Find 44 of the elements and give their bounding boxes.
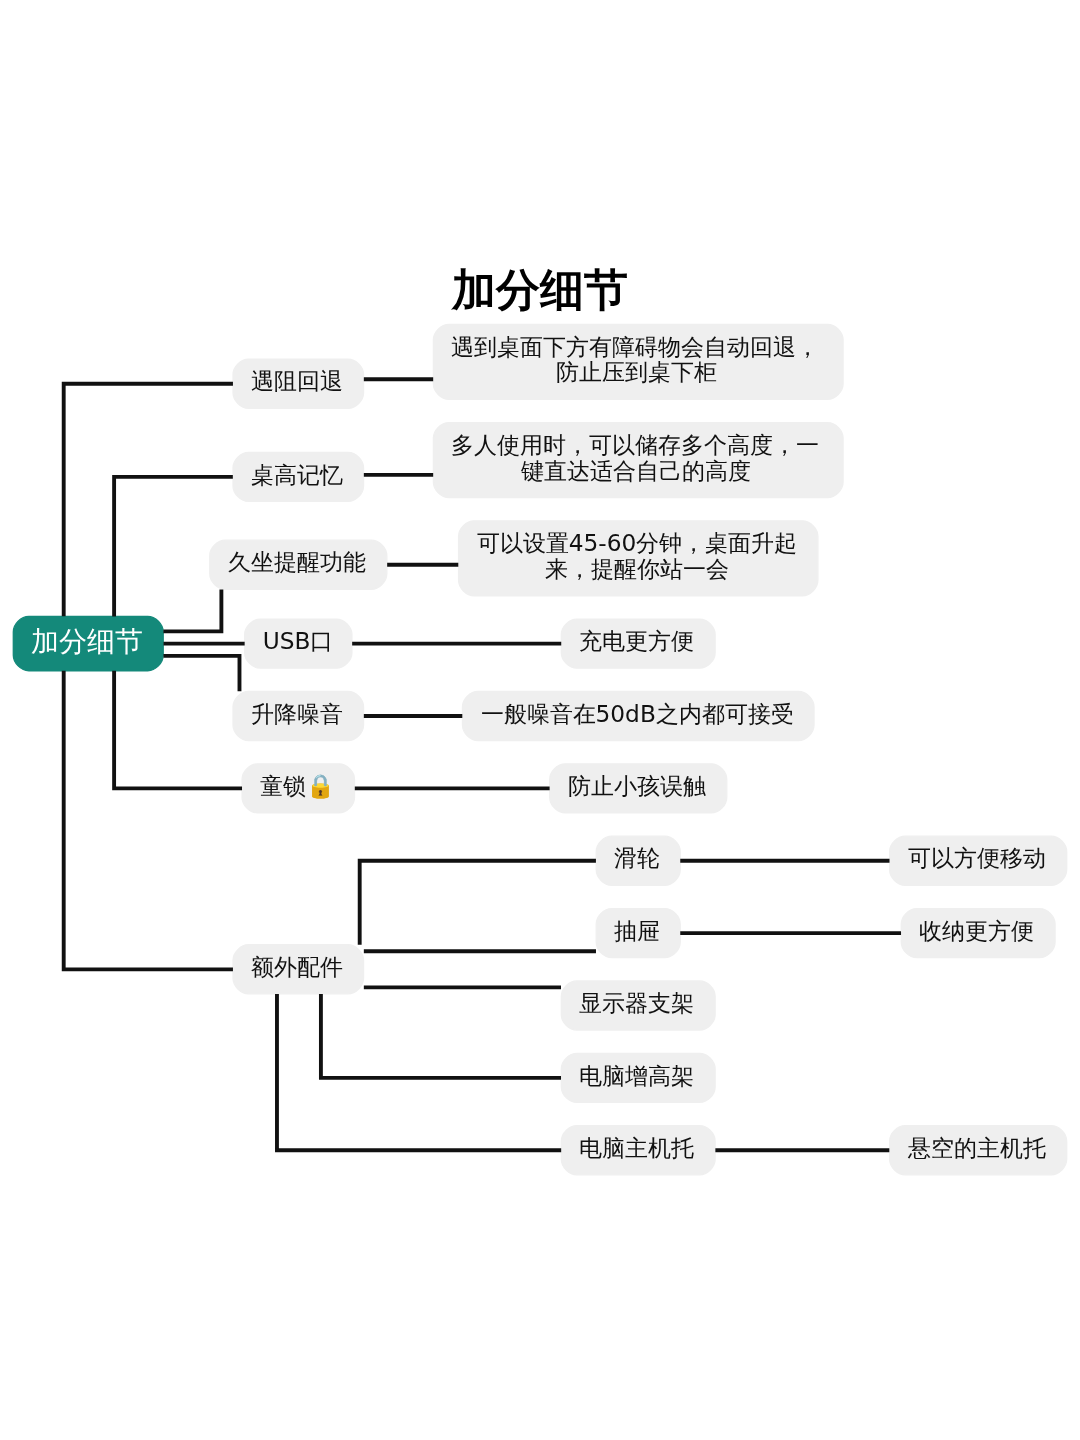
node-box: 收纳更方便 [900, 907, 1056, 958]
node-box: 升降噪音 [232, 690, 365, 741]
connector [318, 993, 561, 1080]
connector [112, 670, 243, 790]
node-box: 防止小孩误触 [549, 762, 728, 814]
connector [363, 376, 434, 381]
node-box: 加分细节 [12, 615, 164, 671]
node-box: 可以设置45-60分钟，桌面升起来，提醒你站一会 [457, 519, 819, 596]
connector [354, 785, 550, 790]
diagram-title: 加分细节 [452, 263, 629, 315]
connector [357, 858, 596, 945]
node-box: 久坐提醒功能 [209, 539, 388, 590]
connector [61, 381, 233, 616]
node-box: 悬空的主机托 [889, 1124, 1068, 1175]
node-box: 桌高记忆 [232, 451, 365, 502]
node-box: 遇阻回退 [232, 358, 365, 409]
node-box: 电脑主机托 [560, 1124, 716, 1175]
connector [363, 713, 463, 718]
connector [61, 670, 233, 971]
node-box: USB口 [244, 617, 353, 669]
connector [363, 472, 434, 477]
node-box: 充电更方便 [560, 617, 716, 669]
node-box: 可以方便移动 [889, 835, 1068, 886]
connector [112, 474, 233, 616]
node-box: 童锁🔒 [241, 762, 356, 814]
connector [352, 641, 562, 646]
connector [680, 858, 890, 863]
connector [363, 984, 561, 989]
node-box: 额外配件 [232, 943, 365, 994]
connector [163, 589, 224, 633]
node-box: 遇到桌面下方有障碍物会自动回退，防止压到桌下柜 [432, 323, 844, 400]
connector [715, 1147, 890, 1152]
connector [163, 641, 245, 646]
connector [275, 993, 562, 1152]
connector [387, 562, 459, 567]
node-box: 电脑增高架 [560, 1052, 716, 1103]
node-box: 抽屉 [595, 907, 681, 958]
connector [163, 653, 242, 691]
node-box: 一般噪音在50dB之内都可接受 [461, 690, 815, 741]
node-box: 滑轮 [595, 835, 681, 886]
node-box: 多人使用时，可以储存多个高度，一键直达适合自己的高度 [432, 421, 844, 498]
connector [363, 948, 596, 953]
node-box: 显示器支架 [560, 979, 716, 1031]
connector [680, 930, 902, 935]
